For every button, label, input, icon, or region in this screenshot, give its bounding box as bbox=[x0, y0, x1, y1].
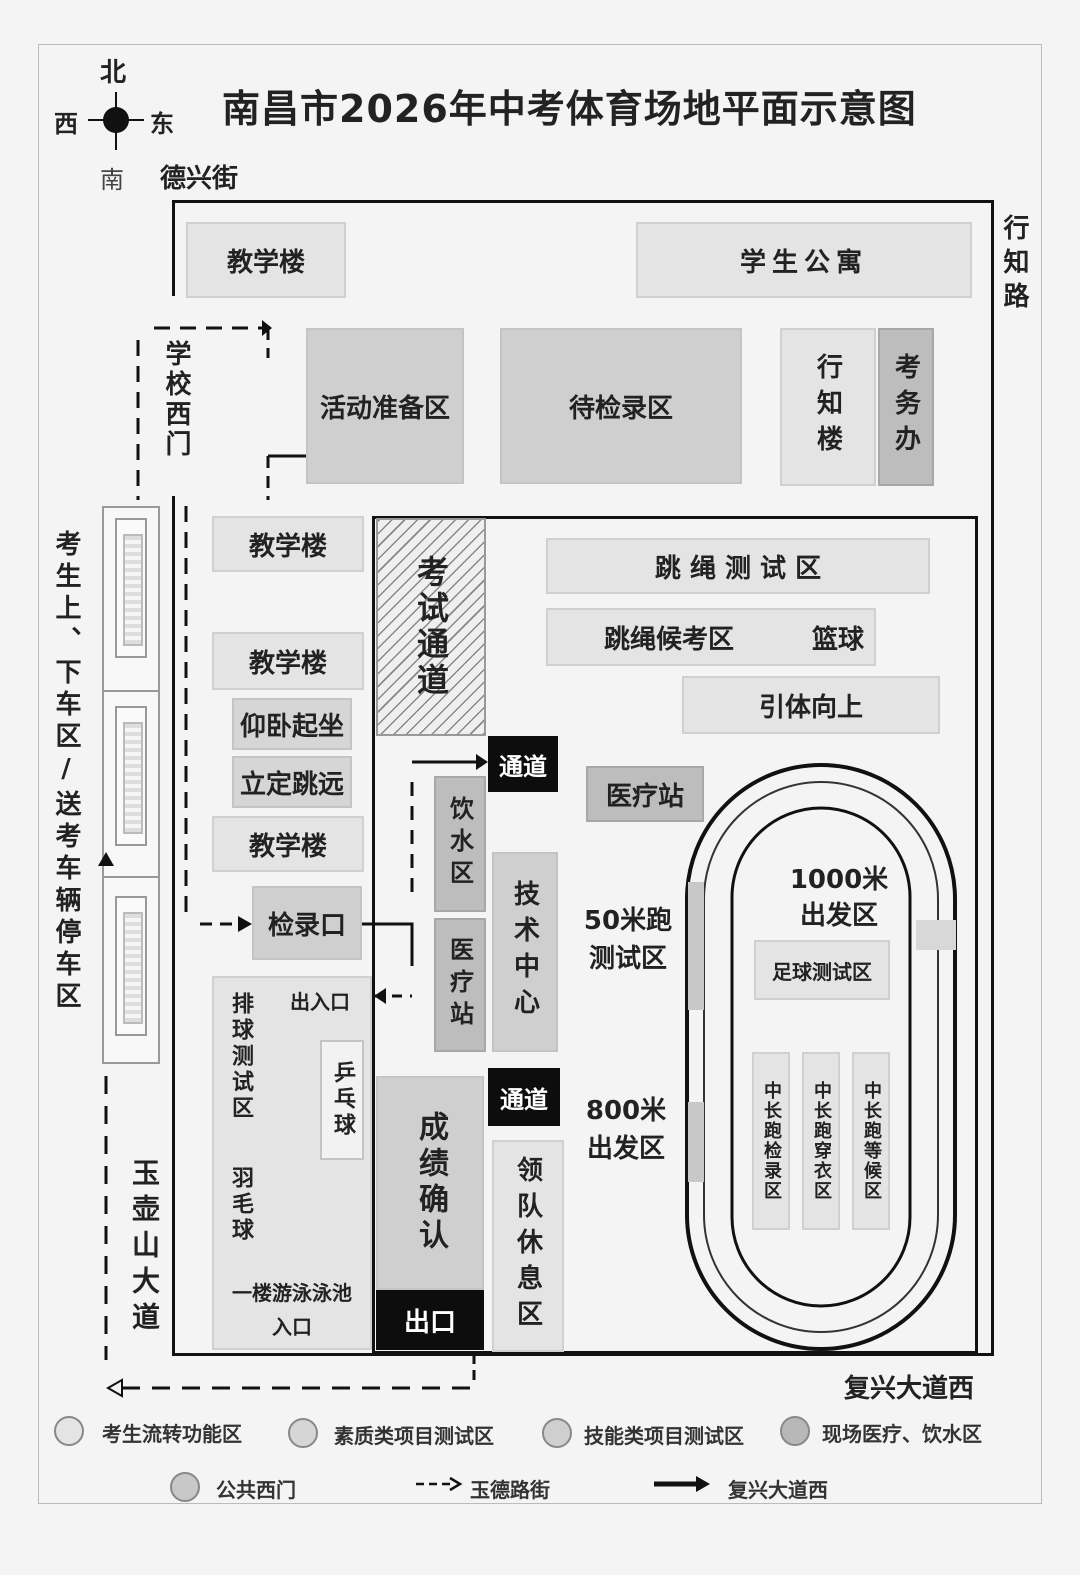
compass-east: 东 bbox=[150, 110, 174, 138]
sports-field-boundary bbox=[372, 516, 978, 1354]
campus-boundary bbox=[172, 200, 994, 1356]
medical-station-west: 医疗站 bbox=[434, 918, 486, 1052]
track-outer-lane bbox=[685, 763, 957, 1351]
teaching-building-2: 教学楼 bbox=[212, 516, 364, 572]
compass-west: 西 bbox=[54, 110, 78, 138]
legend-label-skill: 技能类项目测试区 bbox=[584, 1424, 744, 1448]
pingpong-area: 乒乓球 bbox=[320, 1040, 364, 1160]
legend-swatch-medical bbox=[780, 1416, 810, 1446]
water-station: 饮水区 bbox=[434, 776, 486, 912]
arrow-icon bbox=[98, 852, 114, 866]
channel-north[interactable]: 通道 bbox=[488, 736, 558, 792]
run-800m-label: 800米出发区 bbox=[585, 1096, 667, 1164]
legend-label-west-gate: 公共西门 bbox=[216, 1478, 296, 1502]
channel-south[interactable]: 通道 bbox=[488, 1068, 560, 1126]
legend-swatch-west-gate bbox=[170, 1472, 200, 1502]
prep-area: 活动准备区 bbox=[306, 328, 464, 484]
legend-swatch-fitness bbox=[288, 1418, 318, 1448]
legend-label-fitness: 素质类项目测试区 bbox=[334, 1424, 494, 1448]
compass-center-icon bbox=[103, 107, 129, 133]
mid-long-checkin: 中长跑检录区 bbox=[752, 1052, 790, 1230]
sprint-50m-label: 50米跑测试区 bbox=[583, 906, 673, 974]
entrance-label[interactable]: 出入口 bbox=[290, 990, 350, 1014]
teaching-building-3: 教学楼 bbox=[212, 632, 364, 690]
parking-divider bbox=[102, 876, 160, 878]
route-checkin-out bbox=[362, 922, 414, 966]
compass-north: 北 bbox=[100, 58, 127, 88]
page-frame bbox=[38, 44, 1042, 1504]
student-dorm: 学生公寓 bbox=[636, 222, 972, 298]
exam-channel: 考试通道 bbox=[376, 518, 486, 736]
exam-office: 考务办 bbox=[878, 328, 934, 486]
legend-label-solid-route: 复兴大道西 bbox=[728, 1478, 828, 1502]
page-title: 南昌市2026年中考体育场地平面示意图 bbox=[222, 87, 917, 131]
track-straight-marker bbox=[688, 1102, 704, 1182]
legend-swatch-skill bbox=[542, 1418, 572, 1448]
parking-divider bbox=[102, 690, 160, 692]
team-rest-area: 领队休息区 bbox=[492, 1140, 564, 1352]
dashed-arrow-icon bbox=[416, 1476, 463, 1492]
score-confirm-area: 成绩确认 bbox=[376, 1076, 484, 1290]
teaching-building-4: 教学楼 bbox=[212, 816, 364, 872]
arrow-icon bbox=[374, 988, 386, 1004]
track-field bbox=[730, 806, 912, 1308]
long-jump-test-area: 立定跳远 bbox=[232, 756, 352, 808]
jumprope-test-area: 跳 绳 测 试 区 bbox=[546, 538, 930, 594]
swimming-pool-entrance: 一楼游泳泳池入口 bbox=[232, 1281, 352, 1339]
jumprope-wait-area: 跳绳候考区 篮球 bbox=[546, 608, 876, 666]
running-track bbox=[685, 763, 957, 1351]
bus-icon bbox=[115, 518, 147, 658]
pullup-area: 引体向上 bbox=[682, 676, 940, 734]
track-straight-marker bbox=[688, 882, 704, 1010]
badminton-area: 羽毛球 bbox=[228, 1166, 253, 1244]
road-west-avenue: 玉壶山大道 bbox=[128, 1158, 161, 1338]
tech-center: 技术中心 bbox=[492, 852, 558, 1052]
bus-icon bbox=[115, 706, 147, 846]
compass-south: 南 bbox=[100, 166, 124, 194]
waiting-checkin-area: 待检录区 bbox=[500, 328, 742, 484]
jumprope-wait-label: 跳绳候考区 bbox=[604, 624, 735, 655]
legend-label-flow: 考生流转功能区 bbox=[102, 1422, 242, 1446]
arrow-icon bbox=[105, 1378, 123, 1398]
volleyball-block bbox=[212, 976, 372, 1350]
exit[interactable]: 出口 bbox=[376, 1290, 484, 1350]
xingzhi-building: 行知楼 bbox=[780, 328, 876, 486]
road-east: 行知路 bbox=[999, 214, 1029, 316]
track-finish-marker bbox=[916, 920, 956, 950]
volleyball-test-area: 排球测试区 bbox=[228, 992, 253, 1122]
mid-long-waiting: 中长跑等候区 bbox=[852, 1052, 890, 1230]
situp-test-area: 仰卧起坐 bbox=[232, 698, 352, 750]
school-west-gate: 学校西门 bbox=[161, 340, 191, 460]
road-south: 复兴大道西 bbox=[844, 1374, 975, 1404]
football-test-area: 足球测试区 bbox=[754, 940, 890, 1000]
mid-long-dressing: 中长跑穿衣区 bbox=[802, 1052, 840, 1230]
west-gate-gap bbox=[168, 296, 178, 496]
legend-label-medical: 现场医疗、饮水区 bbox=[822, 1422, 982, 1446]
dropoff-area-label: 考生上、下车区/送考车辆停车区 bbox=[51, 530, 81, 1014]
basketball-label: 篮球 bbox=[811, 624, 864, 655]
arrow-icon bbox=[262, 320, 272, 336]
legend-label-dashed-route: 玉德路街 bbox=[470, 1478, 550, 1502]
arrow-icon bbox=[476, 754, 488, 770]
arrow-icon bbox=[238, 916, 252, 932]
checkin-gate[interactable]: 检录口 bbox=[252, 886, 362, 960]
legend-swatch-flow bbox=[54, 1416, 84, 1446]
road-north: 德兴街 bbox=[160, 164, 239, 194]
run-1000m-start: 1000米出发区 bbox=[789, 865, 889, 931]
teaching-building-north: 教学楼 bbox=[186, 222, 346, 298]
solid-arrow-icon bbox=[654, 1476, 710, 1492]
medical-station-east: 医疗站 bbox=[586, 766, 704, 822]
track-inner-lane bbox=[703, 781, 939, 1333]
bus-icon bbox=[115, 896, 147, 1036]
